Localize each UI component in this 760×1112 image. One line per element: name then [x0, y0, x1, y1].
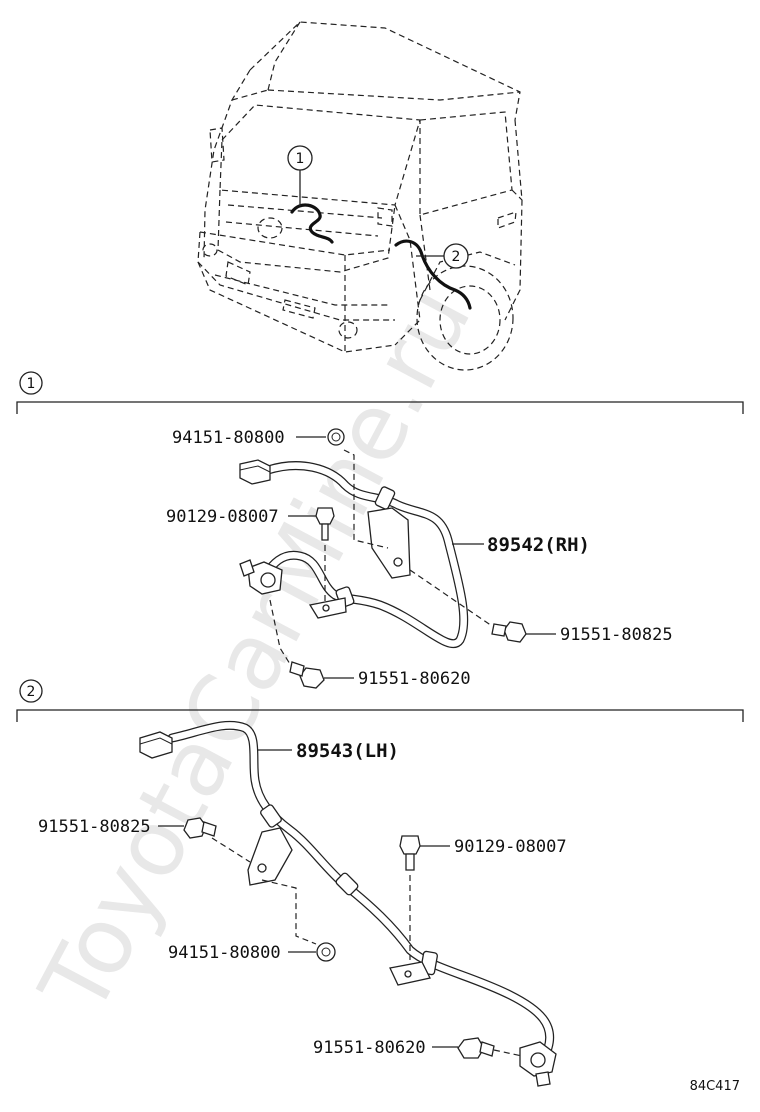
part-label-91551-80825-lh: 91551-80825 — [38, 817, 151, 837]
overview-callout-2 — [443, 243, 469, 269]
watermark-text: ToyotaCarMine.ru — [19, 270, 491, 1031]
section-1-number: 1 — [27, 376, 36, 392]
section-2-marker — [19, 679, 43, 703]
overview-callout-1-label: 1 — [296, 151, 305, 167]
overview-callout-2-label: 2 — [452, 249, 461, 265]
section-1: 1 — [16, 371, 744, 689]
overview-callout-1 — [287, 145, 313, 171]
harness-location-1 — [290, 203, 334, 244]
part-label-94151-80800-lh: 94151-80800 — [168, 943, 281, 963]
reference-code: 84C417 — [690, 1079, 740, 1094]
part-label-90129-08007-lh: 90129-08007 — [454, 837, 567, 857]
harness-location-2 — [394, 239, 472, 310]
part-label-89543: 89543(LH) — [296, 740, 399, 762]
part-label-91551-80620-lh: 91551-80620 — [313, 1038, 426, 1058]
part-label-91551-80620: 91551-80620 — [358, 669, 471, 689]
part-label-91551-80825: 91551-80825 — [560, 625, 673, 645]
section-2: 2 — [16, 679, 744, 1087]
truck-overview: 1 2 — [197, 21, 523, 371]
part-label-89542: 89542(RH) — [487, 534, 590, 556]
part-label-90129-08007: 90129-08007 — [166, 507, 279, 527]
section-2-number: 2 — [27, 684, 36, 700]
section-1-marker — [19, 371, 43, 395]
part-label-94151-80800: 94151-80800 — [172, 428, 285, 448]
